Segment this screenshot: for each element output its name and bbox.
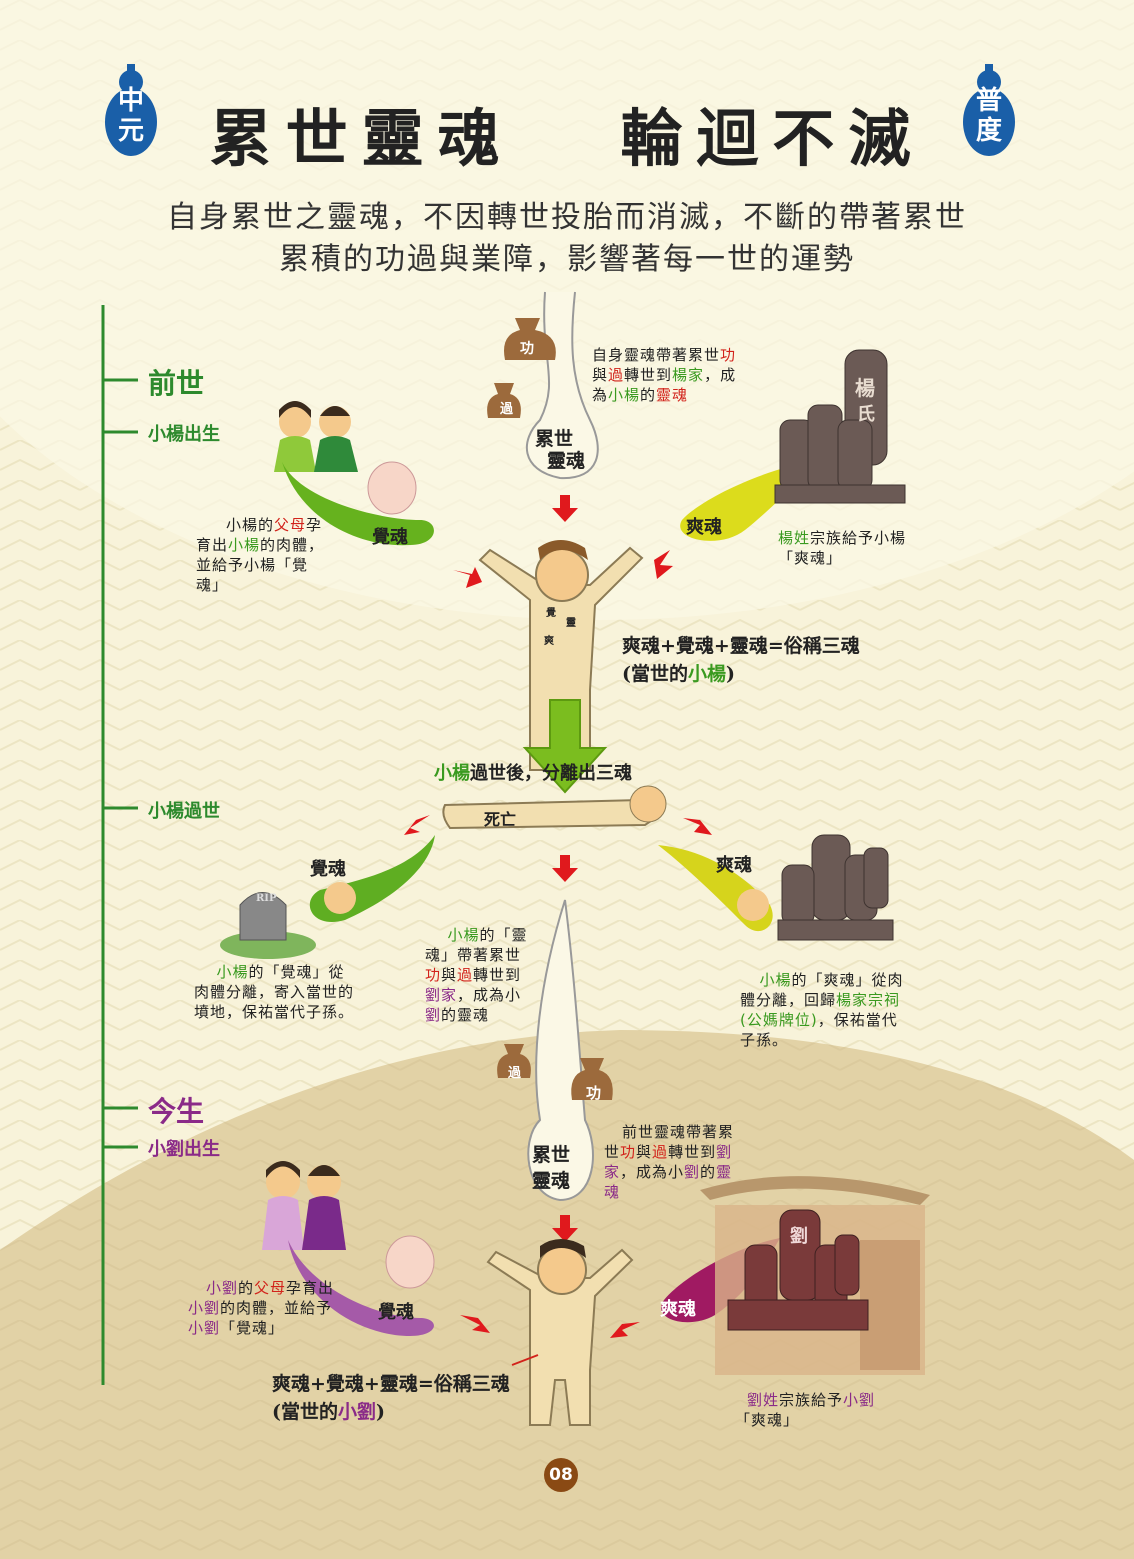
demerit-bag-label: 過 <box>500 402 514 417</box>
tomb-text-shi: 氏 <box>857 404 875 425</box>
merit-bag-label: 功 <box>520 341 534 357</box>
right-gourd-badge: 普 度 <box>969 86 1009 146</box>
badge-char-1: 中 <box>117 86 144 116</box>
jue-soul-label-bottom: 覺魂 <box>378 1302 414 1323</box>
mini-shuang-tag: 爽 <box>544 636 554 647</box>
timeline-this-life: 今生 <box>148 1095 205 1128</box>
badge-char-1: 普 <box>975 86 1002 116</box>
tomb-text-liu: 劉 <box>790 1226 808 1247</box>
subtitle-line-1: 自身累世之靈魂，不因轉世投胎而消滅，不斷的帶著累世 <box>167 200 967 235</box>
note-liu-clan: 劉姓宗族給予小劉「爽魂」 <box>735 1391 876 1429</box>
note-prev-soul: 前世靈魂帶著累世功與過轉世到劉家，成為小劉的靈魂 <box>604 1123 735 1201</box>
title-right: 輪迴不滅 <box>620 102 925 175</box>
shuang-soul-label-bottom: 爽魂 <box>660 1299 696 1320</box>
badge-char-2: 元 <box>117 116 144 146</box>
after-death-caption: 小楊過世後，分離出三魂 <box>434 763 632 784</box>
note-jue-grave: 小楊的「覺魂」從肉體分離，寄入當世的墳地，保祐當代子孫。 <box>194 963 355 1021</box>
shuang-soul-label-top: 爽魂 <box>686 517 722 538</box>
death-label: 死亡 <box>484 810 517 829</box>
page-title: 累世靈魂 輪迴不滅 <box>0 88 1134 178</box>
three-souls-yang: 爽魂+覺魂+靈魂=俗稱三魂 (當世的小楊) <box>622 635 860 685</box>
tomb-text-yang: 楊 <box>855 376 875 400</box>
soul-label-line2: 靈魂 <box>547 450 586 472</box>
rip-label: RIP <box>256 893 277 904</box>
demerit-bag-label-2: 過 <box>508 1066 522 1081</box>
note-yang-clan: 楊姓宗族給予小楊「爽魂」 <box>778 529 907 567</box>
soul-label-line2: 靈魂 <box>532 1170 571 1192</box>
timeline-xiaoliu-birth: 小劉出生 <box>148 1139 220 1160</box>
soul-label-line1: 累世 <box>532 1144 571 1166</box>
soul-label-top: 累世 靈魂 <box>535 428 585 472</box>
note-liu-parents: 小劉的父母孕育出小劉的肉體，並給予小劉「覺魂」 <box>188 1279 335 1337</box>
note-ling-liu: 小楊的「靈魂」帶著累世功與過轉世到劉家，成為小劉的靈魂 <box>425 926 528 1024</box>
note-shuang-shrine: 小楊的「爽魂」從肉體分離，回歸楊家宗祠(公媽牌位)，保祐當代子孫。 <box>740 971 904 1049</box>
merit-bag-label-2: 功 <box>586 1084 602 1102</box>
three-souls-liu: 爽魂+覺魂+靈魂=俗稱三魂 (當世的小劉) <box>272 1373 510 1423</box>
page-number: 08 <box>544 1458 578 1492</box>
jue-soul-label-mid: 覺魂 <box>310 859 346 880</box>
timeline-xiaoyang-death: 小楊過世 <box>148 801 220 822</box>
title-left: 累世靈魂 <box>209 102 514 175</box>
timeline-xiaoyang-birth: 小楊出生 <box>148 424 220 445</box>
mini-jue-tag: 覺 <box>546 608 556 619</box>
timeline-past-life: 前世 <box>148 367 205 400</box>
left-gourd-badge: 中 元 <box>111 86 151 146</box>
badge-char-2: 度 <box>975 116 1002 146</box>
soul-label-bottom: 累世 靈魂 <box>532 1142 570 1194</box>
soul-label-line1: 累世 <box>535 428 574 450</box>
mini-ling-tag: 靈 <box>566 618 576 629</box>
subtitle-line-2: 累積的功過與業障，影響著每一世的運勢 <box>279 242 855 277</box>
shuang-soul-label-mid: 爽魂 <box>716 855 752 876</box>
note-top-soul: 自身靈魂帶著累世功與過轉世到楊家，成為小楊的靈魂 <box>592 346 737 404</box>
note-yang-parents: 小楊的父母孕育出小楊的肉體，並給予小楊「覺魂」 <box>196 516 325 594</box>
jue-soul-label-top: 覺魂 <box>372 527 408 548</box>
